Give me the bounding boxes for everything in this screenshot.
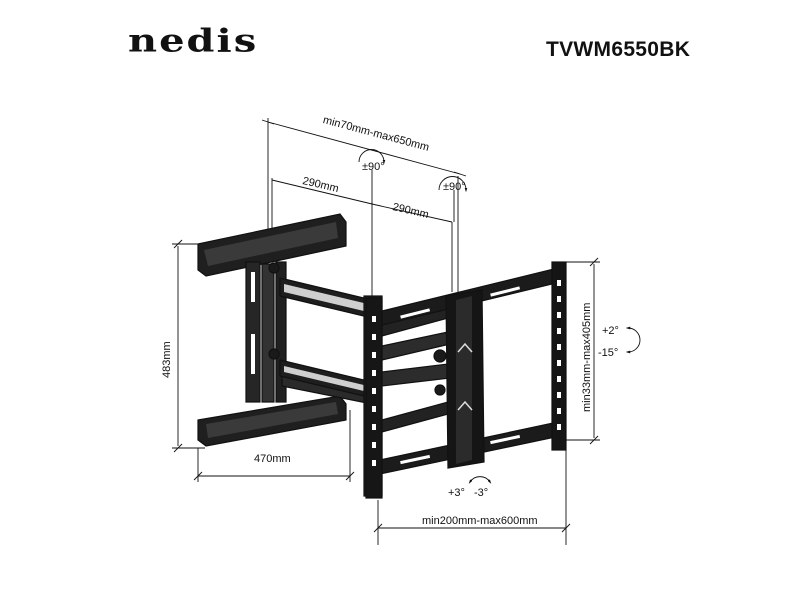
extension-label: min70mm-max650mm [322,114,431,154]
vesa-horizontal-label: min200mm-max600mm [422,515,538,527]
rotate-left-label: +3° [448,487,465,499]
model-number: TVWM6550BK [546,38,691,61]
dimension-lines [172,118,641,545]
swivel2-label: ±90° [443,181,466,193]
vesa-vertical-label: min33mm-max405mm [581,303,593,412]
tilt-up-label: +2° [602,325,619,337]
brand-logo: nedis [128,22,259,60]
tilt-down-label: -15° [598,347,618,359]
wall-height-label: 483mm [161,341,173,378]
swivel1-label: ±90° [362,161,385,173]
arm2-length-label: 290mm [391,201,429,221]
mount-graphic [197,213,567,499]
wall-width-label: 470mm [254,453,291,465]
rotate-right-label: -3° [474,487,488,499]
